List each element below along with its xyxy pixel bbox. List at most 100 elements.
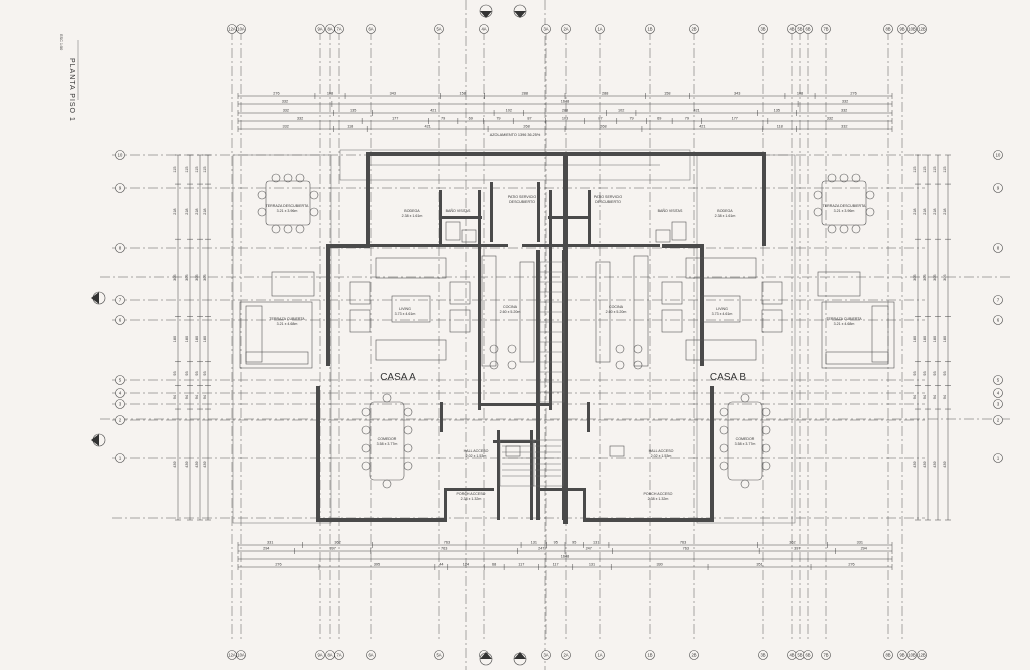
svg-text:9: 9 xyxy=(997,186,1000,191)
svg-text:5A: 5A xyxy=(436,653,441,658)
axis-bubble-left-9: 9 xyxy=(115,183,125,193)
svg-text:305: 305 xyxy=(913,275,917,281)
living-sofa-icon xyxy=(349,257,471,361)
svg-text:93: 93 xyxy=(943,371,947,375)
svg-text:1648: 1648 xyxy=(561,555,569,559)
svg-text:LIVING: LIVING xyxy=(399,307,411,311)
svg-text:TERRAZA CUBIERTA: TERRAZA CUBIERTA xyxy=(269,317,305,321)
svg-text:305: 305 xyxy=(933,275,937,281)
svg-text:10: 10 xyxy=(118,153,123,158)
walls-casa-a xyxy=(316,152,569,522)
svg-text:218: 218 xyxy=(923,208,927,214)
axis-bubble-bottom-9b: 9B xyxy=(897,650,907,660)
svg-text:288: 288 xyxy=(602,92,608,96)
svg-text:95: 95 xyxy=(572,541,576,545)
svg-text:1A: 1A xyxy=(597,27,602,32)
svg-text:7B: 7B xyxy=(823,653,828,658)
svg-text:305: 305 xyxy=(923,275,927,281)
svg-text:7: 7 xyxy=(997,298,1000,303)
svg-text:331: 331 xyxy=(267,541,273,545)
svg-text:8A: 8A xyxy=(327,27,332,32)
svg-text:4B: 4B xyxy=(789,27,794,32)
svg-text:331: 331 xyxy=(857,541,863,545)
axis-bubble-right-6: 6 xyxy=(993,315,1003,325)
svg-text:276: 276 xyxy=(848,563,854,567)
svg-text:332: 332 xyxy=(841,125,847,129)
svg-text:305: 305 xyxy=(195,275,199,281)
svg-text:3B: 3B xyxy=(760,653,765,658)
svg-text:115: 115 xyxy=(185,167,189,173)
svg-text:COMEDOR: COMEDOR xyxy=(378,437,397,441)
axis-bubble-right-10: 10 xyxy=(993,150,1003,160)
axis-bubble-bottom-5b: 5B xyxy=(795,650,805,660)
svg-text:332: 332 xyxy=(842,100,848,104)
svg-text:108: 108 xyxy=(327,92,333,96)
svg-text:93: 93 xyxy=(913,371,917,375)
svg-text:94: 94 xyxy=(185,395,189,399)
furniture-casa-a xyxy=(239,173,535,489)
svg-text:TERRAZA CUBIERTA: TERRAZA CUBIERTA xyxy=(826,317,862,321)
svg-text:2.02 x 1.53m: 2.02 x 1.53m xyxy=(651,454,672,458)
outdoor-sofa-icon xyxy=(239,271,315,369)
svg-text:9A: 9A xyxy=(317,653,322,658)
svg-text:763: 763 xyxy=(683,547,689,551)
svg-text:79: 79 xyxy=(629,117,633,121)
svg-text:305: 305 xyxy=(185,275,189,281)
svg-text:2: 2 xyxy=(997,418,1000,423)
svg-text:6: 6 xyxy=(997,318,1000,323)
svg-text:343: 343 xyxy=(390,92,396,96)
dimension-row: 1648 xyxy=(237,555,893,562)
svg-text:115: 115 xyxy=(923,167,927,173)
svg-text:69: 69 xyxy=(657,117,661,121)
svg-text:395: 395 xyxy=(374,563,380,567)
axis-bubble-top-7b: 7B xyxy=(821,24,831,34)
svg-text:294: 294 xyxy=(263,547,269,551)
svg-text:HALL ACCESO: HALL ACCESO xyxy=(464,449,489,453)
house-label-b: CASA B xyxy=(710,372,746,383)
svg-text:115: 115 xyxy=(933,167,937,173)
svg-text:177: 177 xyxy=(732,117,738,121)
svg-text:343: 343 xyxy=(734,92,740,96)
svg-text:180: 180 xyxy=(933,336,937,342)
svg-text:180: 180 xyxy=(203,336,207,342)
svg-text:421: 421 xyxy=(424,125,430,129)
svg-text:177: 177 xyxy=(392,117,398,121)
axis-bubble-right-2: 2 xyxy=(993,415,1003,425)
svg-text:103: 103 xyxy=(562,117,568,121)
svg-text:8B: 8B xyxy=(885,653,890,658)
svg-text:117: 117 xyxy=(553,563,559,567)
svg-text:8: 8 xyxy=(119,246,122,251)
svg-text:87: 87 xyxy=(598,117,602,121)
svg-text:305: 305 xyxy=(203,275,207,281)
svg-text:763: 763 xyxy=(444,541,450,545)
svg-text:3A: 3A xyxy=(543,653,548,658)
svg-text:118: 118 xyxy=(777,125,783,129)
svg-text:DESCUBIERTO: DESCUBIERTO xyxy=(509,200,535,204)
axis-bubble-bottom-3b: 3B xyxy=(758,650,768,660)
party-wall xyxy=(563,152,568,524)
svg-text:TERRAZA DESCUBIERTA: TERRAZA DESCUBIERTA xyxy=(823,204,866,208)
svg-text:8B: 8B xyxy=(885,27,890,32)
svg-text:6: 6 xyxy=(119,318,122,323)
svg-text:397: 397 xyxy=(794,547,800,551)
svg-text:158: 158 xyxy=(460,92,466,96)
svg-text:2B: 2B xyxy=(691,653,696,658)
svg-text:439: 439 xyxy=(203,461,207,467)
svg-text:3.73 x 4.61m: 3.73 x 4.61m xyxy=(712,312,733,316)
axis-bubble-top-6a: 6A xyxy=(366,24,376,34)
svg-text:7A: 7A xyxy=(336,653,341,658)
svg-text:1648: 1648 xyxy=(561,100,569,104)
